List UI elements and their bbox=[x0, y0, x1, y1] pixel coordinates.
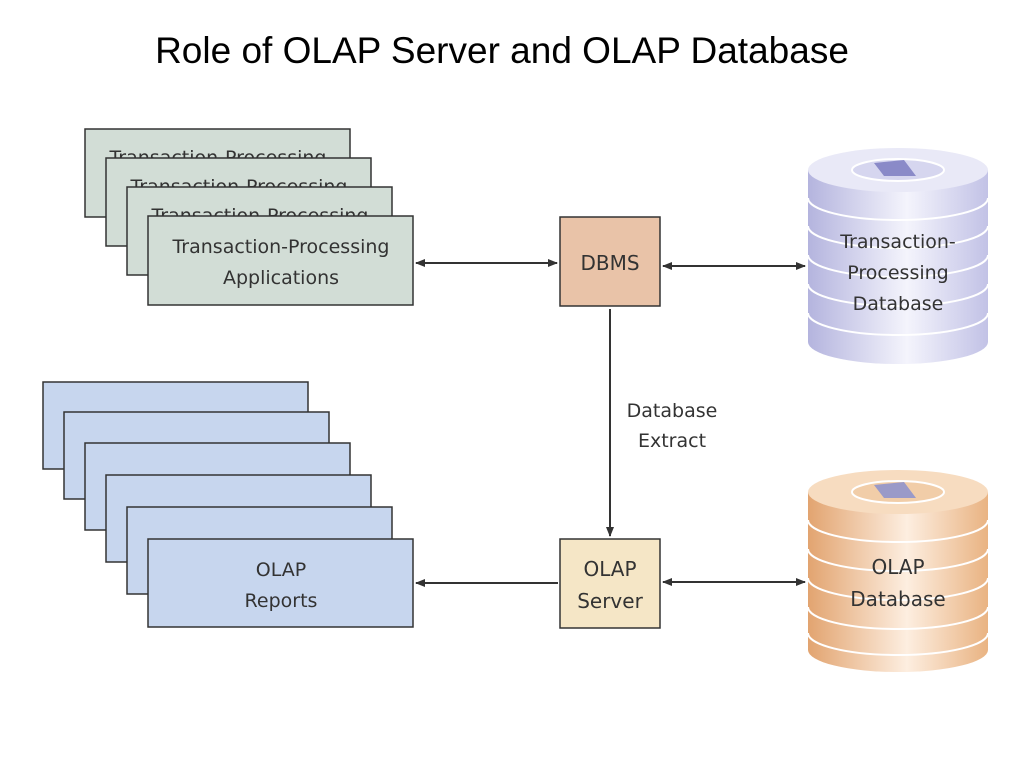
olap-server-box: OLAP Server bbox=[559, 538, 661, 629]
olap-database-top-highlight bbox=[874, 482, 916, 498]
tp-database-disk-line bbox=[807, 197, 989, 221]
olap-reports-label-line2: Reports bbox=[245, 590, 318, 612]
database-extract-label-line1: Database bbox=[627, 400, 718, 422]
olap-database-disk-line bbox=[807, 548, 989, 572]
database-extract-label-line2: Extract bbox=[638, 430, 706, 452]
olap-database-body bbox=[808, 492, 988, 672]
transaction-processing-apps-stack: Transaction-Processing Transaction-Proce… bbox=[84, 128, 414, 306]
olap-server-label-line1: OLAP bbox=[583, 557, 636, 581]
olap-reports-box: OLAP Reports bbox=[147, 538, 414, 628]
dbms-label: DBMS bbox=[580, 251, 639, 275]
tp-applications-label-line2: Applications bbox=[223, 267, 339, 289]
tp-database-body bbox=[808, 170, 988, 364]
dbms-box: DBMS bbox=[559, 216, 661, 307]
olap-database-disk-line bbox=[807, 577, 989, 601]
olap-database-disk-line bbox=[807, 519, 989, 543]
tp-database-disk-line bbox=[807, 225, 989, 249]
slide-title: Role of OLAP Server and OLAP Database bbox=[155, 30, 849, 71]
tp-database-label-line3: Database bbox=[853, 293, 944, 315]
tp-database-top-highlight bbox=[874, 160, 916, 176]
tp-database-label-line1: Transaction- bbox=[839, 231, 956, 253]
olap-database-disk-line bbox=[807, 632, 989, 656]
tp-database-disk-line bbox=[807, 283, 989, 307]
tp-database-label-line2: Processing bbox=[847, 262, 948, 284]
olap-database-label-line1: OLAP bbox=[871, 555, 924, 579]
tp-applications-label-line1: Transaction-Processing bbox=[171, 236, 389, 258]
olap-database: OLAP Database bbox=[807, 470, 989, 672]
olap-database-label-line2: Database bbox=[850, 587, 945, 611]
tp-database-disk-line bbox=[807, 254, 989, 278]
olap-database-disk-line bbox=[807, 606, 989, 630]
tp-applications-box: Transaction-Processing Applications bbox=[147, 215, 414, 306]
olap-reports-label-line1: OLAP bbox=[256, 559, 306, 581]
transaction-processing-database: Transaction- Processing Database bbox=[807, 148, 989, 364]
tp-database-disk-line bbox=[807, 312, 989, 336]
olap-server-label-line2: Server bbox=[577, 589, 643, 613]
olap-reports-stack: OLAP Reports bbox=[42, 381, 414, 628]
